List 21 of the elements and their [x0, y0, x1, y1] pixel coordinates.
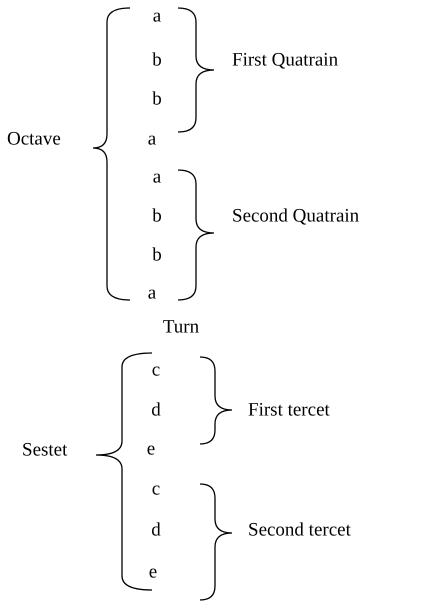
rhyme-letter: a [148, 284, 156, 302]
rhyme-letter: e [148, 562, 158, 582]
rhyme-letter: b [152, 206, 162, 226]
rhyme-letter: b [152, 90, 162, 108]
section-label: First Quatrain [232, 50, 338, 70]
rhyme-letter: b [152, 246, 162, 264]
section-label: First tercet [248, 400, 330, 420]
section-label: Octave [7, 130, 61, 148]
rhyme-letter: b [152, 50, 162, 70]
rhyme-letter: d [151, 400, 161, 420]
rhyme-letter: a [152, 168, 162, 186]
rhyme-letter: c [152, 360, 160, 380]
rhyme-letter: d [151, 520, 161, 540]
rhyme-letter: e [146, 440, 156, 458]
rhyme-letter: c [152, 480, 160, 498]
section-label: Turn [162, 318, 200, 336]
section-label: Sestet [22, 440, 68, 460]
rhyme-letter: a [148, 130, 156, 148]
rhyme-letter: a [152, 6, 162, 26]
section-label: Second tercet [248, 520, 351, 540]
section-label: Second Quatrain [232, 206, 360, 226]
